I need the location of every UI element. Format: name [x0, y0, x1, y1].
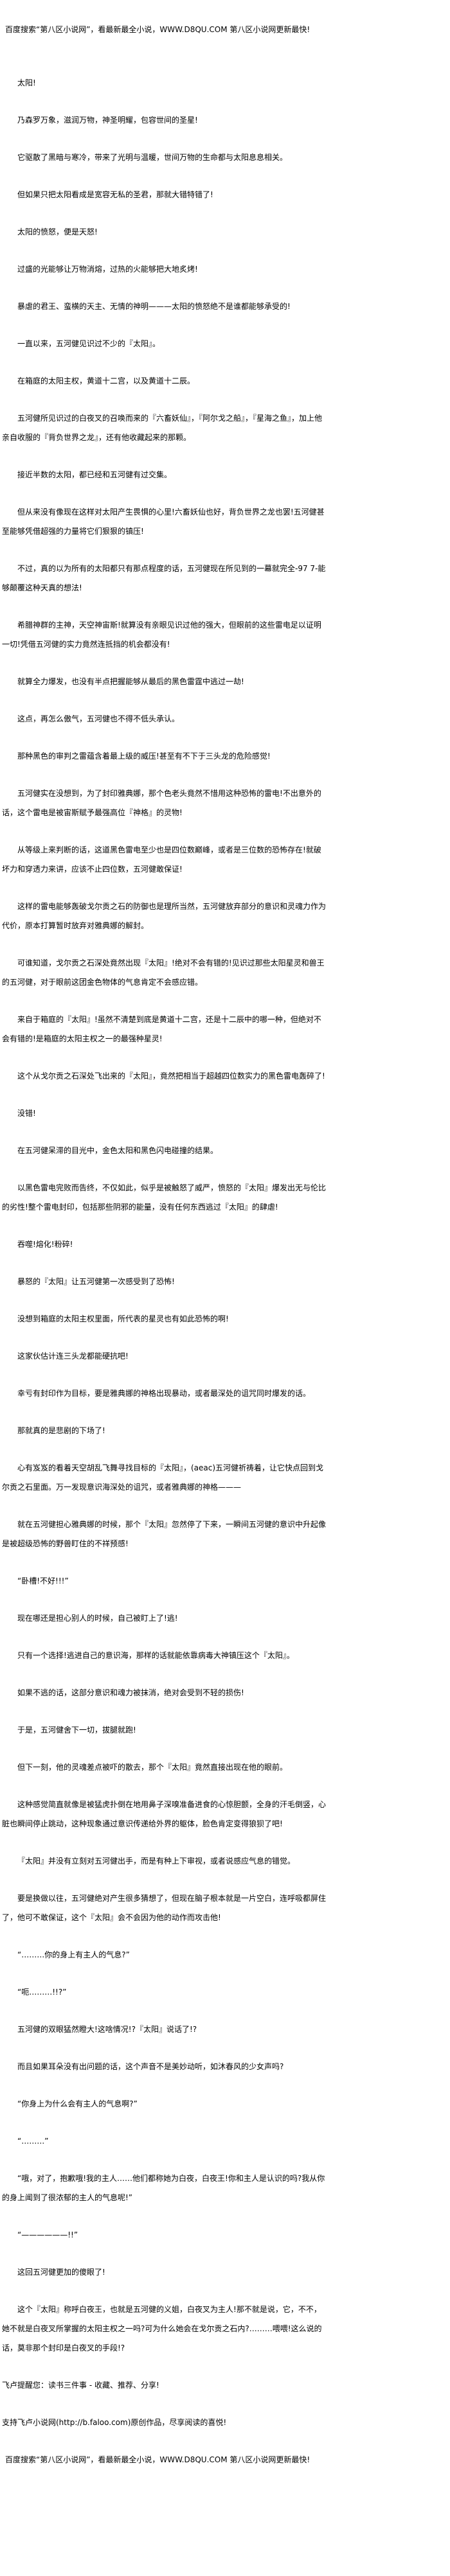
paragraph: 接近半数的太阳，都已经和五河健有过交集。	[17, 470, 172, 479]
paragraph: 来自于箱庭的『太阳』!虽然不清楚到底是黄道十二宫，还是十二辰中的哪一种，但绝对不…	[2, 1015, 321, 1043]
paragraph: 于是，五河健舍下一切，拔腿就跑!	[17, 1725, 136, 1734]
paragraph: 一直以来，五河健见识过不少的『太阳』。	[17, 339, 161, 348]
paragraph: 那就真的是悲剧的下场了!	[17, 1426, 105, 1435]
paragraph: 但从来没有像现在这样对太阳产生畏惧的心里!六畜妖仙也好，背负世界之龙也罢!五河健…	[2, 507, 325, 536]
paragraph: 但如果只把太阳看成是宽容无私的圣君，那就大错特错了!	[17, 190, 213, 199]
paragraph: 心有岌岌的看着天空胡乱飞舞寻找目标的『太阳』，(aeac)五河健祈祷着，让它快点…	[2, 1463, 324, 1492]
paragraph: 太阳的愤怒，便是天怒!	[17, 227, 98, 236]
paragraph: “呃………!!?”	[17, 1988, 67, 1997]
chapter-content: 太阳! 乃森罗万象，滋润万物，神圣明耀，包容世间的圣星! 它驱散了黑暗与寒冷，带来了…	[2, 42, 327, 2358]
paragraph: 从等级上来判断的话，这道黑色雷电至少也是四位数巅峰，或者是三位数的恐怖存在!就破…	[2, 845, 321, 874]
paragraph: 现在哪还是担心别人的时候，自己被盯上了!逃!	[17, 1614, 178, 1623]
paragraph: 但下一刻，他的灵魂差点被吓的散去，那个『太阳』竟然直接出现在他的眼前。	[17, 1763, 288, 1772]
paragraph: 如果不逃的话，这部分意识和魂力被抹消，绝对会受到不轻的损伤!	[17, 1688, 244, 1697]
site-banner-bottom: 百度搜索“第八区小说网”，看最新最全小说，WWW.D8QU.COM 第八区小说网…	[5, 2455, 310, 2464]
paragraph: 而且如果耳朵没有出问题的话，这个声音不是美妙动听，如沐春风的少女声吗?	[17, 2062, 284, 2071]
paragraph: 这点，再怎么傲气，五河健也不得不低头承认。	[17, 714, 180, 723]
paragraph: 这个从戈尔贡之石深处飞出来的『太阳』，竟然把相当于超越四位数实力的黑色雷电轰碎了…	[17, 1072, 325, 1081]
paragraph: 在箱庭的太阳主权，黄道十二宫，以及黄道十二辰。	[17, 376, 195, 385]
paragraph: 在五河健呆滞的目光中，金色太阳和黑色闪电碰撞的结果。	[17, 1146, 219, 1155]
paragraph: 幸亏有封印作为目标，要是雅典娜的神格出现暴动，或者最深处的诅咒同时爆发的话。	[17, 1389, 311, 1398]
paragraph: 这家伙估计连三头龙都能硬抗吧!	[17, 1352, 129, 1361]
paragraph: 这样的雷电能够轰破戈尔贡之石的防御也是理所当然，五河健放弃部分的意识和灵魂力作为…	[2, 902, 327, 930]
paragraph: 以黑色雷电完败而告终，不仅如此，似乎是被触怒了威严，愤怒的『太阳』爆发出无与伦比…	[2, 1183, 327, 1212]
support-note: 支持飞卢小说网(http://b.faloo.com)原创作品，尽享阅读的喜悦!	[2, 2418, 227, 2427]
paragraph: “卧槽!不好!!!”	[17, 1576, 69, 1585]
paragraph: 这种感觉简直就像是被猛虎扑倒在地用鼻子深嗅准备进食的心惊胆颤，全身的汗毛倒竖，心…	[2, 1800, 327, 1828]
paragraph: 太阳!	[17, 78, 36, 87]
paragraph: 它驱散了黑暗与寒冷，带来了光明与温暖，世间万物的生命都与太阳息息相关。	[17, 153, 288, 162]
paragraph: 『太阳』并没有立刻对五河健出手，而是有种上下审视，或者说感应气息的错觉。	[17, 1857, 296, 1866]
paragraph: 暴虐的君王、蛮横的天主、无情的神明———太阳的愤怒绝不是谁都能够承受的!	[17, 302, 291, 311]
paragraph: 五河健实在没想到，为了封印雅典娜，那个色老头竟然不惜用这种恐怖的雷电!不出意外的…	[2, 789, 321, 817]
paragraph: 不过，真的以为所有的太阳都只有那点程度的话，五河健现在所见到的一幕就完全-97 …	[2, 564, 326, 592]
paragraph: 五河健的双眼猛然瞪大!这啥情况!?『太阳』说话了!?	[17, 2025, 197, 2034]
paragraph: 那种黑色的审判之雷蕴含着最上级的威压!甚至有不下于三头龙的危险感觉!	[17, 752, 271, 761]
paragraph: 只有一个选择!逃进自己的意识海，那样的话就能依靠病毒大神镇压这个『太阳』。	[17, 1651, 294, 1660]
paragraph: “………”	[17, 2137, 49, 2146]
reading-reminder: 飞卢提醒您：读书三件事 - 收藏、推荐、分享!	[2, 2381, 159, 2390]
paragraph: 可谁知道，戈尔贡之石深处竟然出现『太阳』!绝对不会有错的!见识过那些太阳星灵和兽…	[2, 958, 325, 987]
paragraph: 乃森罗万象，滋润万物，神圣明耀，包容世间的圣星!	[17, 116, 198, 125]
paragraph: 就在五河健担心雅典娜的时候，那个『太阳』忽然停了下来，一瞬间五河健的意识中升起像…	[2, 1520, 327, 1548]
paragraph: 吞噬!熔化!粉碎!	[17, 1240, 73, 1249]
paragraph: 要是换做以往，五河健绝对产生很多猜想了，但现在脑子根本就是一片空白，连呼吸都屏住…	[2, 1894, 327, 1922]
paragraph: 五河健所见识过的白夜叉的召唤而来的『六畜妖仙』，『阿尔戈之船』，『星海之鱼』，加…	[2, 414, 323, 442]
paragraph: 这个『太阳』称呼白夜王，也就是五河健的义姐，白夜叉为主人!那不就是说，它，不不，…	[2, 2305, 322, 2352]
paragraph: 暴怒的『太阳』让五河健第一次感受到了恐怖!	[17, 1277, 175, 1286]
site-banner-top: 百度搜索“第八区小说网”，看最新最全小说，WWW.D8QU.COM 第八区小说网…	[5, 25, 310, 34]
paragraph: 希腊神群的主神，天空神宙斯!就算没有亲眼见识过他的强大，但眼前的这些雷电足以证明…	[2, 621, 321, 649]
paragraph: “——————!!”	[17, 2230, 78, 2239]
paragraph: “哦，对了，抱歉哦!我的主人……他们都称她为白夜，白夜王!你和主人是认识的吗?我…	[2, 2174, 325, 2202]
paragraph: 没错!	[17, 1109, 36, 1118]
paragraph: 过盛的光能够让万物消熔，过热的火能够把大地炙烤!	[17, 265, 198, 274]
paragraph: “你身上为什么会有主人的气息啊?”	[17, 2099, 138, 2108]
novel-page: 百度搜索“第八区小说网”，看最新最全小说，WWW.D8QU.COM 第八区小说网…	[2, 25, 327, 2464]
paragraph: 没想到箱庭的太阳主权里面，所代表的星灵也有如此恐怖的啊!	[17, 1314, 229, 1323]
paragraph: 这回五河健更加的傻眼了!	[17, 2268, 105, 2277]
paragraph: 就算全力爆发，也没有半点把握能够从最后的黑色雷霆中逃过一劫!	[17, 677, 244, 686]
paragraph: “………你的身上有主人的气息?”	[17, 1950, 130, 1959]
